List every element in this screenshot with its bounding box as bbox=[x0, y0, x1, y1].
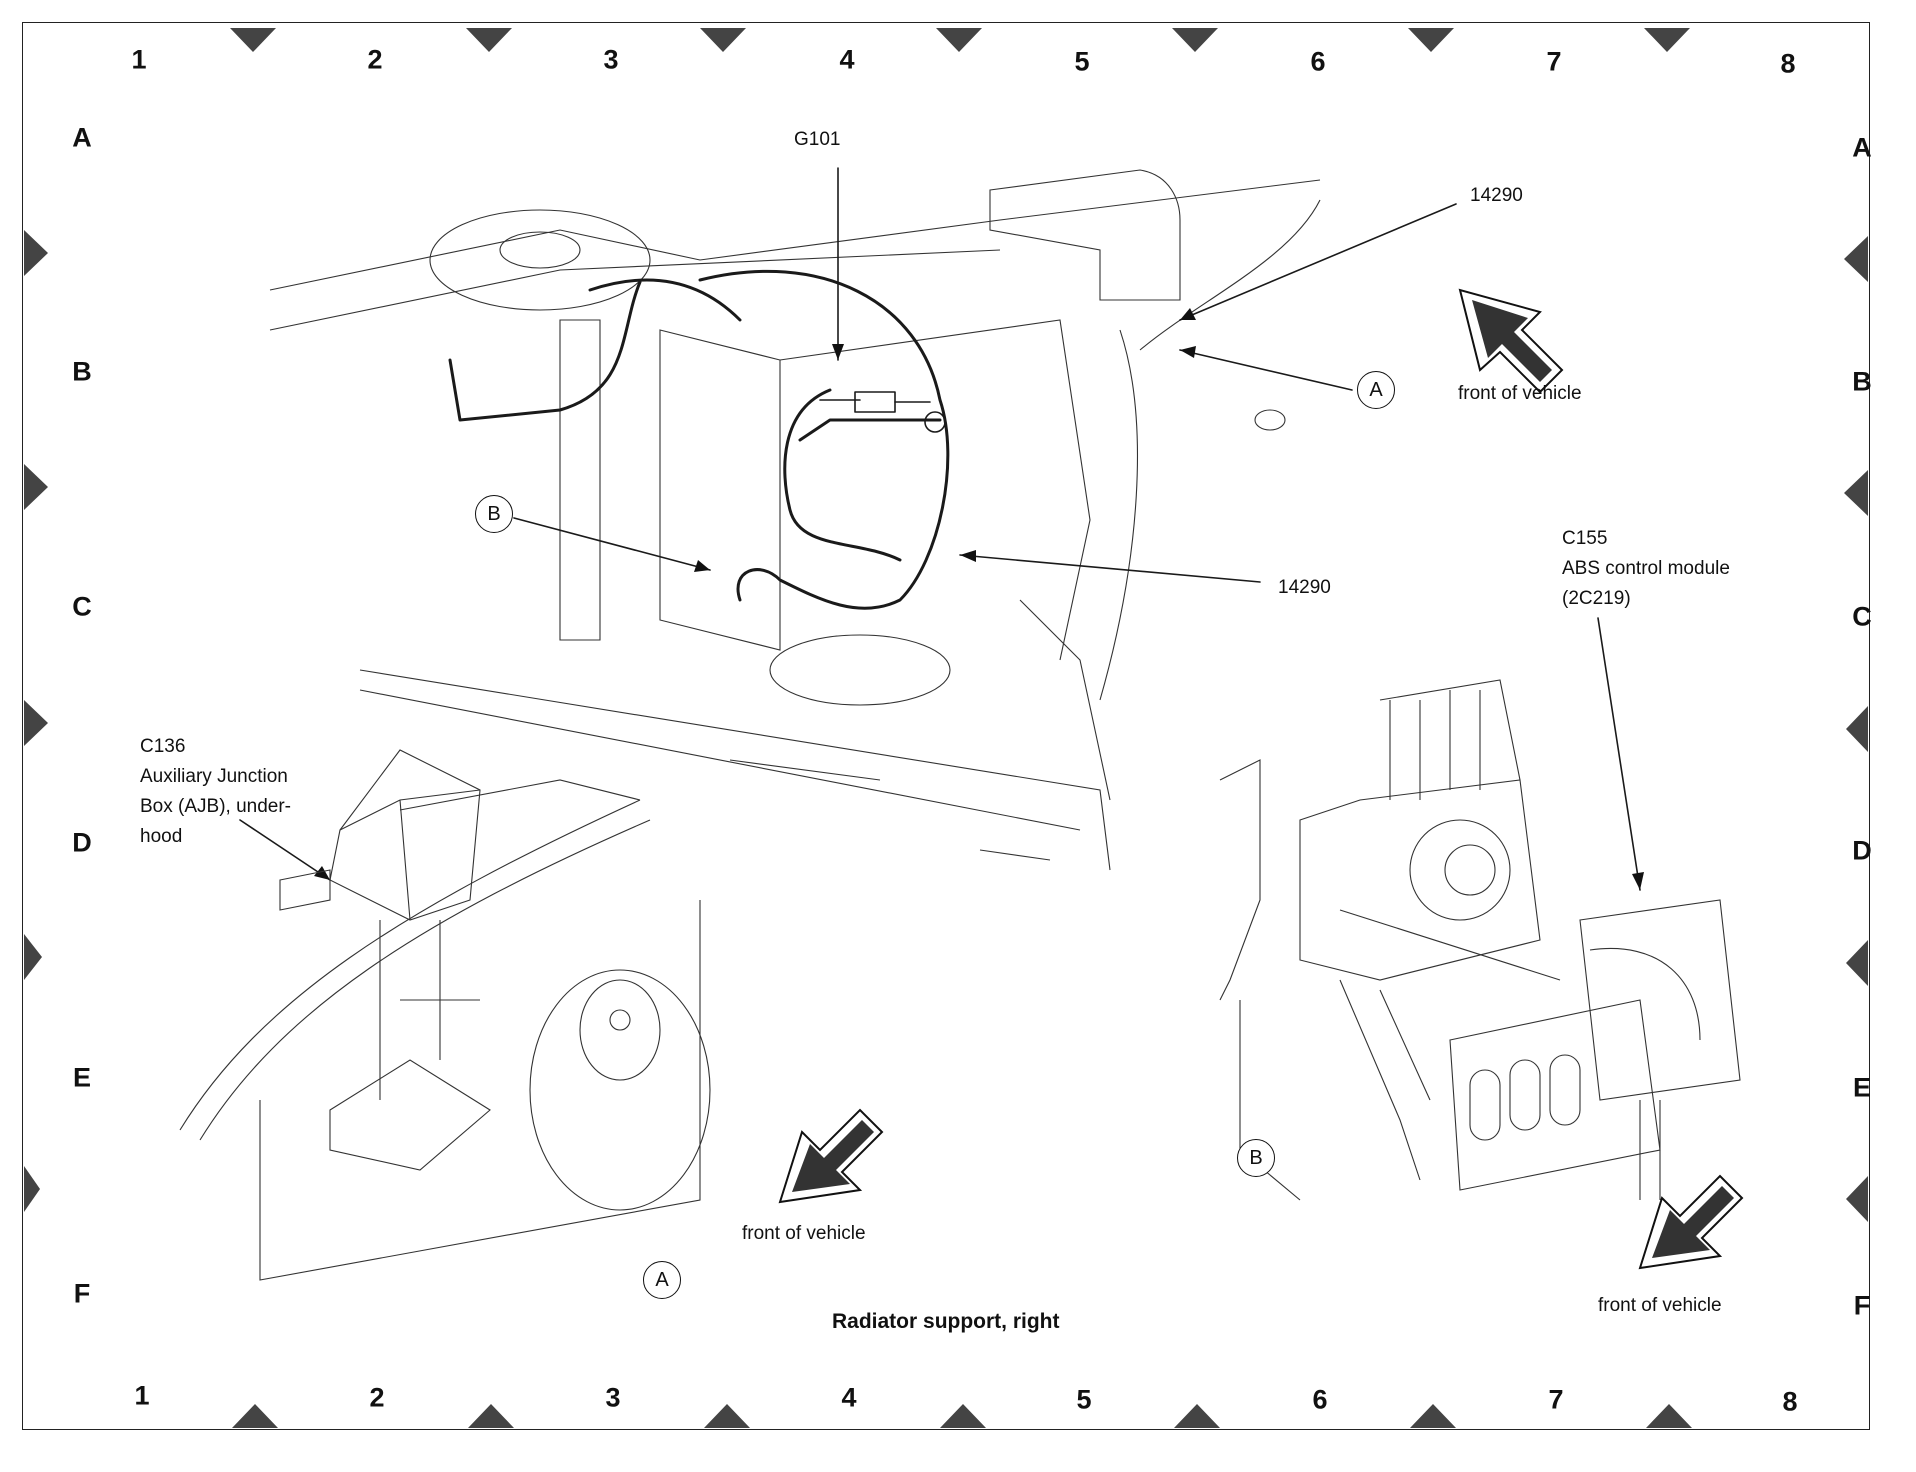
grid-row-left-b: B bbox=[72, 356, 92, 387]
callout-g101: G101 bbox=[794, 129, 841, 150]
grid-col-top-5: 5 bbox=[1074, 46, 1090, 77]
callout-c136-ajb: C136 Auxiliary Junction Box (AJB), under… bbox=[140, 732, 291, 852]
grid-col-top-3: 3 bbox=[603, 44, 619, 75]
callout-c136-line-3: Box (AJB), under- bbox=[140, 796, 291, 817]
main-view-structure bbox=[269, 169, 1321, 871]
grid-col-bottom-6: 6 bbox=[1312, 1384, 1328, 1415]
grid-col-bottom-1: 1 bbox=[134, 1380, 150, 1411]
grid-col-top-1: 1 bbox=[131, 44, 147, 75]
g101-ground-stud bbox=[819, 391, 946, 433]
grid-row-right-c: C bbox=[1852, 601, 1872, 632]
main-view-harness-14290 bbox=[448, 269, 950, 610]
callout-c136-line-1: C136 bbox=[140, 736, 186, 757]
grid-row-right-e: E bbox=[1852, 1072, 1872, 1103]
inset-a-ajb bbox=[179, 749, 711, 1281]
grid-col-top-8: 8 bbox=[1780, 48, 1796, 79]
callout-c155-line-3: (2C219) bbox=[1562, 588, 1631, 609]
grid-row-left-e: E bbox=[72, 1062, 92, 1093]
grid-col-bottom-7: 7 bbox=[1548, 1384, 1564, 1415]
view-marker-a-inset: A bbox=[643, 1261, 681, 1299]
front-of-vehicle-label-bottom-right: front of vehicle bbox=[1598, 1295, 1722, 1316]
grid-col-bottom-5: 5 bbox=[1076, 1384, 1092, 1415]
callout-c155-abs-module: C155 ABS control module (2C219) bbox=[1562, 524, 1730, 614]
grid-row-left-a: A bbox=[72, 122, 92, 153]
grid-col-top-7: 7 bbox=[1546, 46, 1562, 77]
inset-b-abs-module bbox=[1219, 679, 1741, 1201]
grid-col-bottom-4: 4 bbox=[841, 1382, 857, 1413]
grid-col-top-4: 4 bbox=[839, 44, 855, 75]
callout-c136-line-4: hood bbox=[140, 826, 183, 847]
callout-14290-mid: 14290 bbox=[1278, 577, 1331, 598]
leader-lines bbox=[239, 167, 1641, 891]
grid-col-top-2: 2 bbox=[367, 44, 383, 75]
grid-row-left-d: D bbox=[72, 827, 92, 858]
front-arrow-bottom-right-icon bbox=[1638, 1174, 1744, 1270]
diagram-frame bbox=[22, 22, 1870, 1430]
view-marker-a-main: A bbox=[1357, 371, 1395, 409]
view-marker-b-main: B bbox=[475, 495, 513, 533]
grid-row-right-a: A bbox=[1852, 132, 1872, 163]
grid-row-left-c: C bbox=[72, 591, 92, 622]
grid-row-left-f: F bbox=[73, 1278, 91, 1309]
front-of-vehicle-label-bottom-left: front of vehicle bbox=[742, 1223, 866, 1244]
grid-row-right-f: F bbox=[1853, 1290, 1871, 1321]
front-arrow-top-icon bbox=[1458, 288, 1564, 394]
grid-row-right-d: D bbox=[1852, 835, 1872, 866]
callout-14290-top: 14290 bbox=[1470, 185, 1523, 206]
callout-c155-line-2: ABS control module bbox=[1562, 558, 1730, 579]
grid-col-bottom-8: 8 bbox=[1782, 1386, 1798, 1417]
front-of-vehicle-label-top: front of vehicle bbox=[1458, 383, 1582, 404]
callout-c155-line-1: C155 bbox=[1562, 528, 1608, 549]
figure-caption: Radiator support, right bbox=[832, 1310, 1060, 1333]
grid-col-top-6: 6 bbox=[1310, 46, 1326, 77]
grid-col-bottom-3: 3 bbox=[605, 1382, 621, 1413]
leader-arrowheads bbox=[314, 308, 1644, 890]
callout-c136-line-2: Auxiliary Junction bbox=[140, 766, 288, 787]
view-marker-b-inset: B bbox=[1237, 1139, 1275, 1177]
front-arrow-bottom-left-icon bbox=[778, 1108, 884, 1204]
zone-markers bbox=[24, 28, 1868, 1428]
grid-row-right-b: B bbox=[1852, 366, 1872, 397]
grid-col-bottom-2: 2 bbox=[369, 1382, 385, 1413]
